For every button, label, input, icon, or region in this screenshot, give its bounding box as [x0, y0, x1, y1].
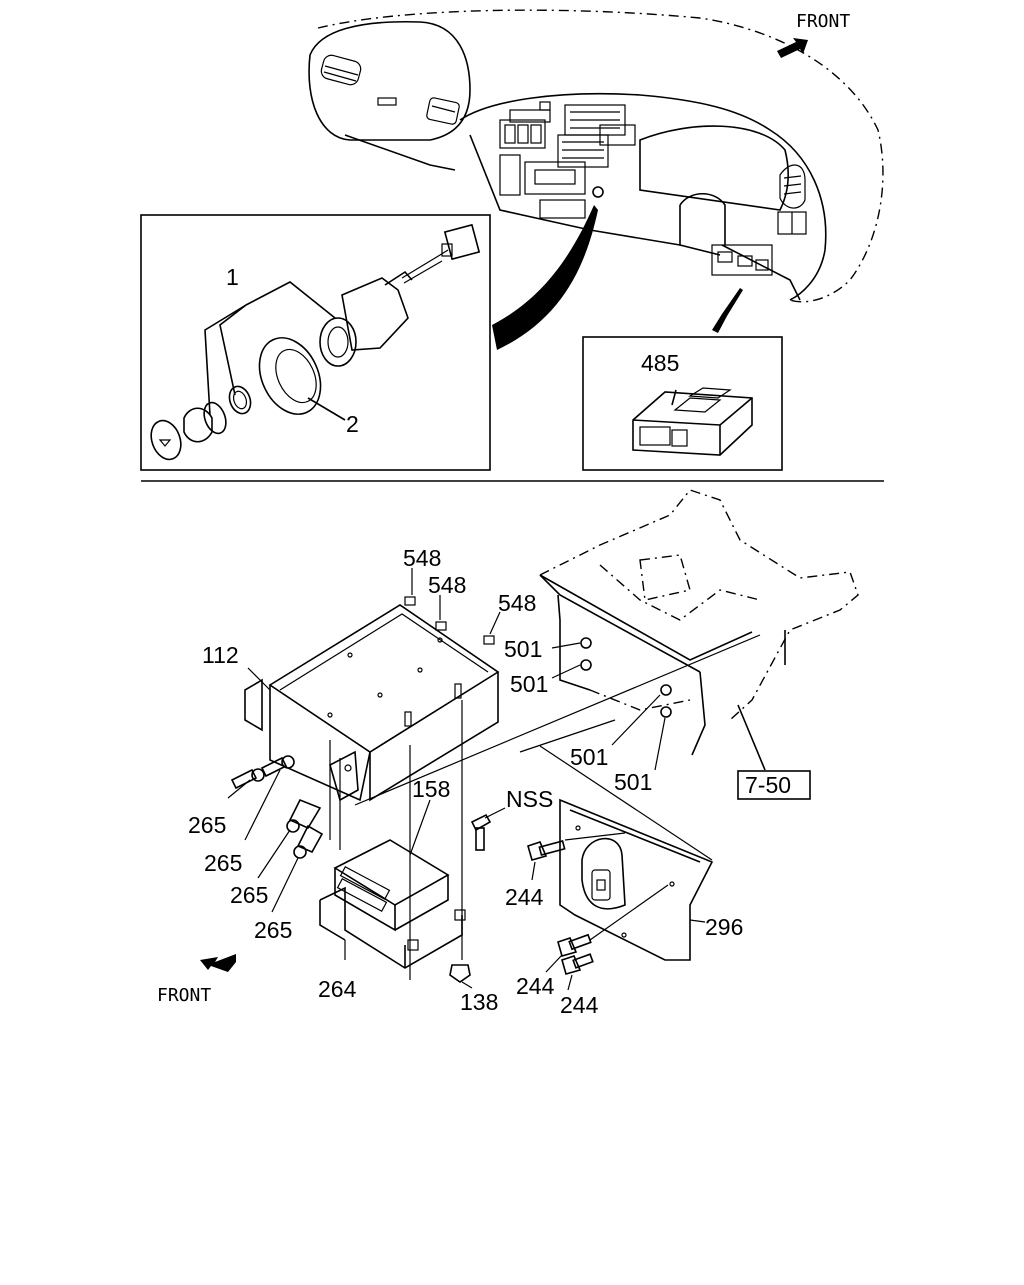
- label-265-b: 265: [204, 850, 242, 876]
- label-244-c: 244: [560, 992, 599, 1018]
- label-part-2: 2: [346, 411, 359, 437]
- label-548-b: 548: [428, 572, 466, 598]
- arrow-icon: [777, 38, 808, 58]
- arrow-icon-bottom: [200, 954, 236, 972]
- ref-7-50-box[interactable]: 7-50: [737, 770, 811, 800]
- label-501-c: 501: [570, 744, 608, 770]
- label-part-112: 112: [202, 642, 239, 668]
- module-158-and-bracket-264: [319, 700, 466, 980]
- label-part-264: 264: [318, 976, 357, 1002]
- label-501-d: 501: [614, 769, 652, 795]
- leader-7-50: [737, 704, 766, 771]
- bolts-244: [527, 832, 669, 991]
- label-265-d: 265: [254, 917, 292, 943]
- label-548-a: 548: [403, 545, 441, 571]
- label-501-b: 501: [510, 671, 548, 697]
- switch-drawing: [632, 387, 753, 456]
- label-part-485: 485: [641, 350, 679, 376]
- label-part-1: 1: [226, 264, 239, 290]
- front-label-bottom: FRONT: [157, 985, 211, 1006]
- inset-box-lighter: [140, 214, 491, 471]
- panel-296: [559, 798, 714, 961]
- leader-wedge-lighter: [492, 205, 598, 350]
- front-arrow-top: FRONT: [777, 11, 850, 58]
- front-arrow-bottom: FRONT: [157, 954, 236, 1006]
- leader-wedge-switch: [712, 288, 743, 333]
- control-unit-112: [244, 604, 500, 802]
- label-244-b: 244: [516, 973, 555, 999]
- nuts-501: [551, 637, 672, 771]
- label-part-158: 158: [412, 776, 450, 802]
- pads-548: [404, 568, 501, 645]
- inset-box-switch: [582, 336, 783, 471]
- dashboard-drawing: [308, 9, 884, 303]
- label-265-a: 265: [188, 812, 226, 838]
- bolt-nss: [470, 807, 506, 851]
- front-label-top: FRONT: [796, 11, 850, 32]
- label-501-a: 501: [504, 636, 542, 662]
- guide-line-a: [354, 634, 761, 806]
- nut-138: [449, 964, 473, 989]
- guide-line-b: [519, 719, 616, 753]
- label-part-138: 138: [460, 989, 498, 1015]
- floor-tunnel-drawing: [539, 489, 859, 756]
- screws-265: [227, 755, 324, 913]
- label-part-296: 296: [705, 914, 743, 940]
- guide-line-c: [539, 745, 713, 861]
- label-ref-7-50: 7-50: [745, 772, 791, 798]
- cigar-lighter-drawing: [150, 223, 481, 461]
- label-nss: NSS: [506, 786, 553, 812]
- label-244-a: 244: [505, 884, 544, 910]
- label-265-c: 265: [230, 882, 268, 908]
- label-548-c: 548: [498, 590, 536, 616]
